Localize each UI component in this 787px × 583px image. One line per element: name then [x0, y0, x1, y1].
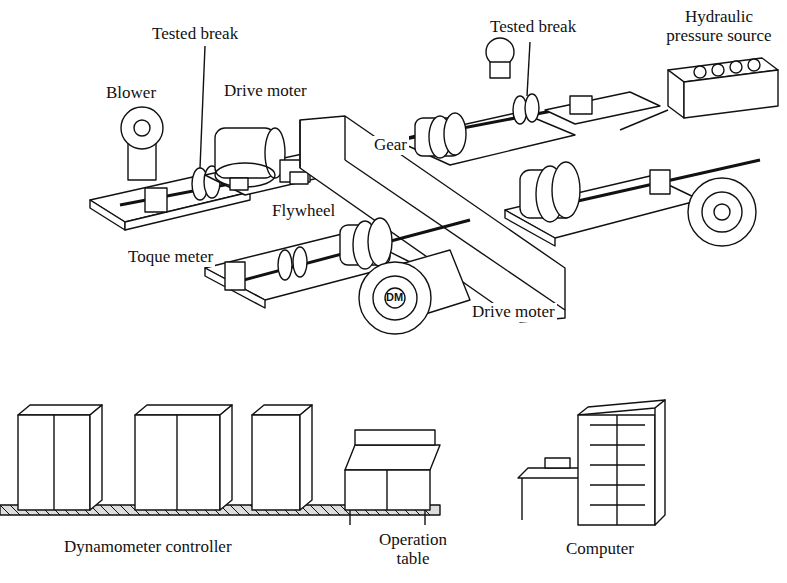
part-label: Toque meter — [126, 248, 215, 267]
part-label: Computer — [564, 540, 636, 559]
part-label: Blower — [104, 84, 158, 103]
part-label: Tested break — [150, 25, 240, 44]
part-label: Hydraulic pressure source — [655, 8, 783, 45]
part-label: Drive moter — [222, 82, 309, 101]
part-label: Dynamometer controller — [62, 538, 234, 557]
part-label: Operation table — [362, 531, 464, 568]
part-label: Flywheel — [270, 202, 337, 221]
part-label: Gear — [372, 136, 409, 155]
part-label: Drive moter — [470, 303, 557, 322]
motor-marking: DM — [384, 291, 405, 303]
part-label: Tested break — [488, 18, 578, 37]
